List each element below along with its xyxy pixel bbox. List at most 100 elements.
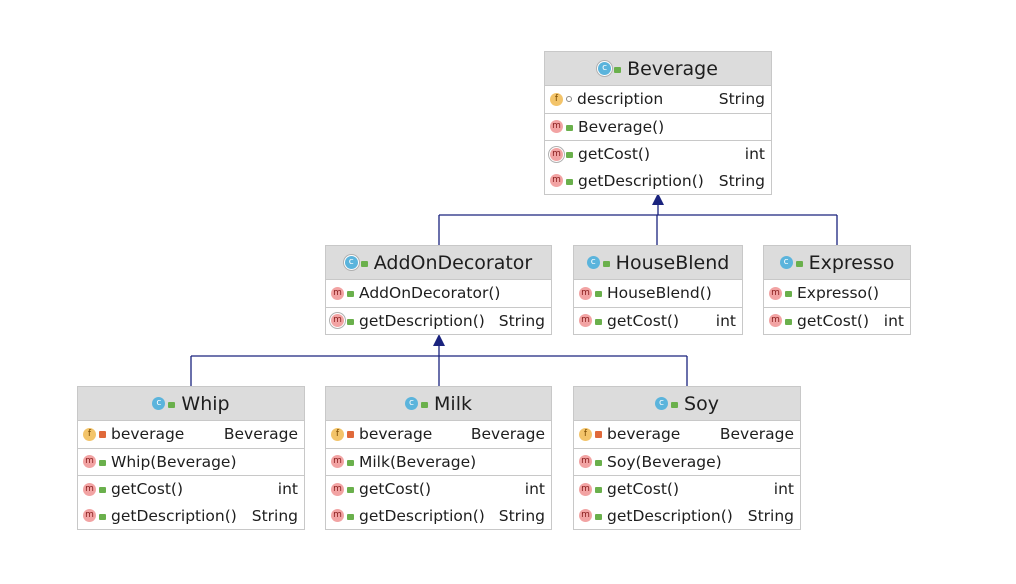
- class-kind-icon: c: [655, 397, 669, 410]
- constructors-section: m Whip(Beverage): [78, 449, 304, 476]
- public-visibility-icon: [795, 260, 803, 267]
- class-box-expresso[interactable]: c Expresso m Expresso() m getCost() int: [763, 245, 911, 335]
- member-name: getCost(): [797, 311, 870, 330]
- member-name: Beverage(): [578, 117, 665, 136]
- method-kind-icon: m: [331, 286, 344, 300]
- member-type: int: [883, 311, 904, 330]
- constructors-section: m HouseBlend(): [574, 280, 742, 308]
- public-visibility-icon: [347, 459, 354, 466]
- methods-section: m getCost() int: [764, 308, 910, 335]
- method-icon: m: [550, 174, 573, 188]
- method-kind-icon: m: [331, 314, 344, 328]
- private-lock-icon: [347, 430, 354, 438]
- method-row[interactable]: m getDescription() String: [326, 308, 551, 335]
- field-icon: f: [83, 427, 106, 441]
- member-type: String: [498, 506, 545, 525]
- public-visibility-icon: [99, 487, 106, 494]
- method-kind-icon: m: [579, 314, 592, 328]
- methods-section: m getCost() int: [574, 308, 742, 335]
- member-name: getDescription(): [359, 311, 485, 330]
- public-visibility-icon: [360, 260, 368, 267]
- public-visibility-icon: [595, 459, 602, 466]
- public-visibility-icon: [595, 513, 602, 520]
- member-type: String: [498, 311, 545, 330]
- member-type: int: [715, 311, 736, 330]
- method-icon: m: [83, 482, 106, 496]
- class-name: Beverage: [627, 57, 718, 80]
- member-type: int: [524, 480, 545, 499]
- constructors-section: m Expresso(): [764, 280, 910, 308]
- method-icon: m: [331, 482, 354, 496]
- public-visibility-icon: [99, 459, 106, 466]
- constructor-row[interactable]: m Expresso(): [764, 280, 910, 307]
- method-row[interactable]: m getCost() int: [764, 308, 910, 335]
- constructor-row[interactable]: m Whip(Beverage): [78, 449, 304, 476]
- class-kind-icon: c: [152, 397, 166, 410]
- constructor-row[interactable]: m HouseBlend(): [574, 280, 742, 307]
- member-name: Milk(Beverage): [359, 452, 477, 471]
- method-icon: m: [579, 482, 602, 496]
- member-name: Expresso(): [797, 284, 880, 303]
- member-name: Whip(Beverage): [111, 452, 237, 471]
- class-kind-icon: c: [598, 62, 612, 75]
- package-visibility-icon: [566, 96, 572, 103]
- public-visibility-icon: [785, 318, 792, 325]
- class-name: Expresso: [808, 251, 895, 274]
- public-visibility-icon: [347, 318, 354, 325]
- class-icon: c: [586, 256, 610, 269]
- public-visibility-icon: [421, 401, 429, 408]
- method-kind-icon: m: [550, 174, 563, 188]
- methods-section: m getDescription() String: [326, 308, 551, 335]
- member-name: beverage: [607, 425, 681, 444]
- class-icon: c: [405, 397, 429, 410]
- method-icon: m: [83, 455, 106, 469]
- abstract-class-icon: c: [598, 62, 622, 75]
- method-row[interactable]: m getCost() int: [574, 308, 742, 335]
- field-kind-icon: f: [331, 427, 344, 441]
- member-type: String: [718, 90, 765, 109]
- member-type: Beverage: [223, 425, 298, 444]
- inheritance-arrowhead-addondecorator: [433, 334, 445, 346]
- method-kind-icon: m: [550, 147, 563, 161]
- class-kind-icon: c: [779, 256, 793, 269]
- method-icon: m: [331, 314, 354, 328]
- member-name: HouseBlend(): [607, 284, 712, 303]
- method-icon: m: [769, 286, 792, 300]
- method-icon: m: [579, 455, 602, 469]
- class-icon: c: [152, 397, 176, 410]
- member-name: getCost(): [607, 311, 680, 330]
- method-kind-icon: m: [769, 314, 782, 328]
- method-kind-icon: m: [579, 286, 592, 300]
- class-header: c Beverage: [545, 52, 771, 86]
- method-kind-icon: m: [331, 509, 344, 523]
